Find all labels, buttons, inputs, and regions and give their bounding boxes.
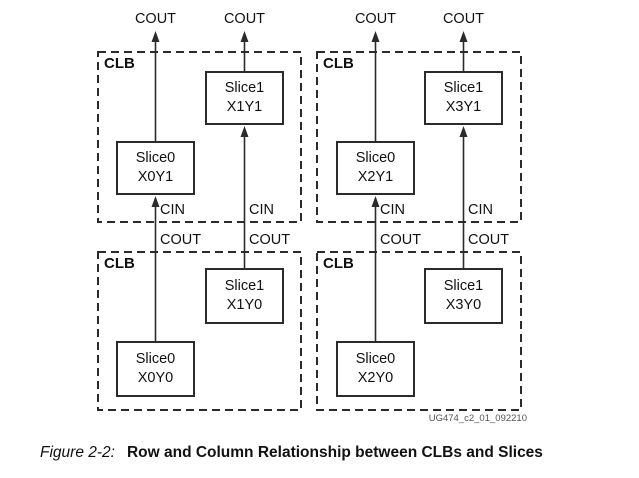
cout-label-mid-x3: COUT [468,232,510,248]
arrowhead-icon [371,196,380,207]
arrowhead-icon [151,31,160,42]
slice-box-x3y1: Slice1 X3Y1 [424,71,503,125]
slice-box-x0y0: Slice0 X0Y0 [116,341,195,397]
clb-label-top-right: CLB [323,55,354,72]
arrowhead-icon [151,196,160,207]
arrowhead-icon [240,31,249,42]
clb-outline-top-right [316,51,522,223]
slice-coord: X2Y1 [357,169,394,185]
slice-coord: X3Y1 [445,99,482,115]
slice-name: Slice1 [443,278,484,294]
cout-label-top-x1: COUT [223,11,266,27]
cout-label-top-x3: COUT [442,11,485,27]
slice-coord: X1Y1 [226,99,263,115]
slice-name: Slice0 [355,351,396,367]
clb-label-top-left: CLB [104,55,135,72]
slice-coord: X0Y1 [137,169,174,185]
slice-box-x2y1: Slice0 X2Y1 [336,141,415,195]
figure-watermark: UG474_c2_01_092210 [428,413,527,424]
cin-label-x1: CIN [249,202,274,218]
cin-label-x2: CIN [380,202,405,218]
cout-label-top-x0: COUT [134,11,177,27]
slice-box-x1y0: Slice1 X1Y0 [205,268,284,324]
slice-box-x1y1: Slice1 X1Y1 [205,71,284,125]
slice-box-x3y0: Slice1 X3Y0 [424,268,503,324]
arrowhead-icon [459,31,468,42]
cin-label-x0: CIN [160,202,185,218]
cin-label-x3: CIN [468,202,493,218]
cout-label-mid-x0: COUT [160,232,202,248]
slice-coord: X3Y0 [445,297,482,313]
slice-name: Slice0 [135,150,176,166]
clb-outline-bottom-left [97,251,302,411]
slice-box-x2y0: Slice0 X2Y0 [336,341,415,397]
clb-label-bottom-right: CLB [323,255,354,272]
slice-name: Slice1 [224,80,265,96]
slice-box-x0y1: Slice0 X0Y1 [116,141,195,195]
cout-label-mid-x1: COUT [249,232,291,248]
clb-label-bottom-left: CLB [104,255,135,272]
slice-name: Slice0 [355,150,396,166]
slice-coord: X1Y0 [226,297,263,313]
arrowhead-icon [459,126,468,137]
slice-name: Slice1 [443,80,484,96]
figure-caption: Figure 2-2: Row and Column Relationship … [40,444,543,462]
arrowhead-icon [371,31,380,42]
arrowhead-icon [240,126,249,137]
slice-coord: X2Y0 [357,370,394,386]
slice-name: Slice0 [135,351,176,367]
cout-label-top-x2: COUT [354,11,397,27]
clb-outline-top-left [97,51,302,223]
cout-label-mid-x2: COUT [380,232,422,248]
slice-name: Slice1 [224,278,265,294]
clb-outline-bottom-right [316,251,522,411]
figure-caption-label: Figure 2-2: [40,444,115,461]
figure-caption-title: Row and Column Relationship between CLBs… [126,444,543,461]
slice-coord: X0Y0 [137,370,174,386]
